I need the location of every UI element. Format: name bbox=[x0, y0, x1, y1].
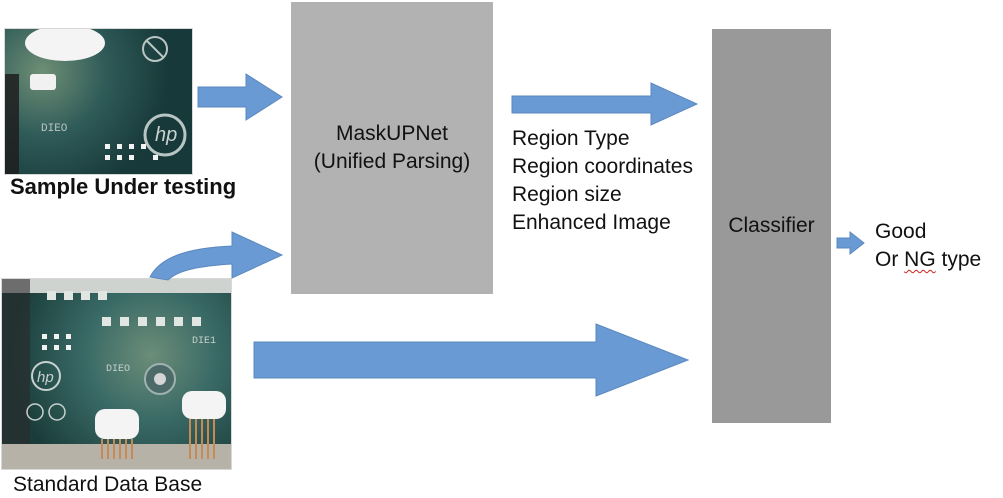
sample-caption: Sample Under testing bbox=[10, 174, 237, 199]
svg-text:hp: hp bbox=[155, 124, 177, 146]
maskupnet-title: MaskUPNet bbox=[335, 122, 449, 145]
output-item: Region coordinates bbox=[512, 155, 693, 178]
classifier-box: Classifier bbox=[712, 29, 831, 423]
output-item: Enhanced Image bbox=[512, 211, 671, 234]
maskupnet-box: MaskUPNet (Unified Parsing) bbox=[291, 2, 493, 294]
database-pcb-artwork: hp DIEO DIE1 bbox=[2, 279, 231, 469]
arrow-classifier-to-result bbox=[836, 230, 865, 256]
arrow-database-to-classifier bbox=[253, 323, 690, 397]
database-pcb-image: hp DIEO DIE1 bbox=[1, 278, 232, 470]
arrow-sample-to-maskupnet bbox=[197, 73, 283, 121]
result-ng: NG bbox=[904, 248, 936, 271]
result-text: Good Or NG type bbox=[875, 218, 981, 274]
database-caption: Standard Data Base bbox=[13, 473, 203, 496]
output-item: Region size bbox=[512, 183, 622, 206]
result-good: Good bbox=[875, 220, 927, 243]
svg-text:hp: hp bbox=[37, 369, 54, 386]
arrow-maskupnet-to-outputs bbox=[511, 82, 699, 126]
result-ng-line: Or NG type bbox=[875, 246, 981, 274]
output-item: Region Type bbox=[512, 127, 630, 150]
maskupnet-subtitle: (Unified Parsing) bbox=[313, 150, 471, 173]
svg-text:DIE1: DIE1 bbox=[192, 336, 216, 347]
arrow-database-to-maskupnet bbox=[149, 231, 284, 281]
sample-pcb-image: hp DIEO bbox=[4, 28, 193, 175]
result-suffix: type bbox=[935, 248, 982, 271]
svg-text:DIEO: DIEO bbox=[41, 123, 68, 135]
sample-pcb-artwork: hp DIEO bbox=[5, 29, 187, 174]
classifier-label: Classifier bbox=[728, 214, 815, 237]
result-prefix: Or bbox=[875, 248, 905, 271]
output-list: Region Type Region coordinates Region si… bbox=[512, 125, 693, 237]
svg-text:DIEO: DIEO bbox=[106, 364, 130, 375]
